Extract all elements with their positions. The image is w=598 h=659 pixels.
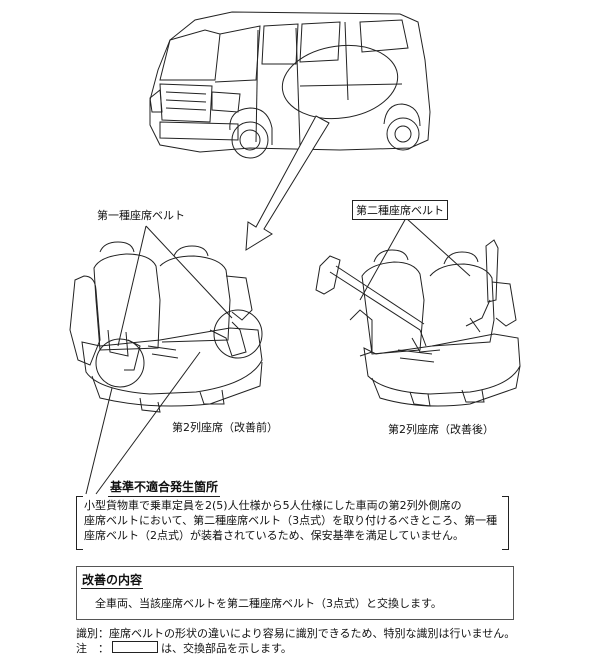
pointer-arrow <box>245 115 330 251</box>
note-prefix: 注 ： <box>76 642 109 655</box>
nonconf-pointer-line-a <box>85 387 113 495</box>
left-seat-highlight-2 <box>213 309 263 359</box>
nonconformity-line-2: 座席ベルトにおいて、第二種座席ベルト（3点式）を取り付けるべきところ、第一種 <box>84 514 498 527</box>
nonconformity-line-1: 小型貨物車で乗車定員を2(5)人仕様から5人仕様にした車両の第2列外側席の <box>84 499 462 512</box>
left-seat-highlight-1 <box>95 338 145 388</box>
improvement-title: 改善の内容 <box>81 573 144 589</box>
seat-before-illustration <box>69 241 263 413</box>
nonconf-pointer-line-b <box>95 351 201 495</box>
seat-after-label: 第2列座席（改善後） <box>388 423 494 436</box>
nonconformity-bracket-left <box>76 496 83 550</box>
note-suffix: は、交換部品を示します。 <box>161 642 292 655</box>
type2-pointer-line-b <box>405 217 471 277</box>
nonconformity-text: 小型貨物車で乗車定員を2(5)人仕様から5人仕様にした車両の第2列外側席の 座席… <box>84 498 502 543</box>
type1-belt-label: 第一種座席ベルト <box>97 209 185 222</box>
seat-before-label: 第2列座席（改善前） <box>172 421 278 434</box>
seat-after-illustration <box>315 239 521 407</box>
type2-belt-label: 第二種座席ベルト <box>352 200 448 220</box>
replacement-part-legend-box <box>112 641 158 653</box>
van-highlight-ellipse <box>281 44 399 120</box>
improvement-box: 改善の内容 全車両、当該座席ベルトを第二種座席ベルト（3点式）と交換します。 <box>76 566 514 620</box>
type2-pointer-line-a <box>359 217 407 301</box>
nonconformity-title: 基準不適合発生箇所 <box>108 478 221 497</box>
improvement-text: 全車両、当該座席ベルトを第二種座席ベルト（3点式）と交換します。 <box>95 597 442 610</box>
identification-note: 識別：座席ベルトの形状の違いにより容易に識別できるため、特別な識別は行いません。 <box>76 627 516 640</box>
van-illustration <box>149 11 431 159</box>
nonconformity-line-3: 座席ベルト（2点式）が装着されているため、保安基準を満足していません。 <box>84 529 465 542</box>
nonconformity-bracket-right <box>502 496 509 550</box>
type1-pointer-line-a <box>117 225 147 347</box>
type1-pointer-line-b <box>145 225 233 319</box>
replacement-note: 注 ： は、交換部品を示します。 <box>76 641 292 656</box>
